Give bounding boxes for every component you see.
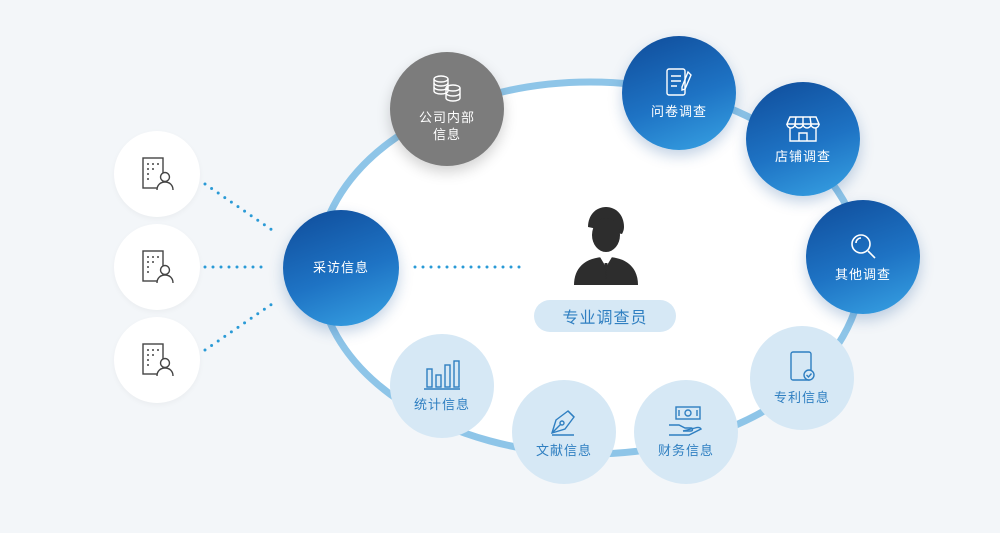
node-store-survey: 店铺调查 [746,82,860,196]
dotted-connector-bottom [203,302,274,352]
interviewee-1 [114,131,200,217]
node-patent-info: 专利信息 [750,326,854,430]
hub-interview-info: 采访信息 [283,210,399,326]
certificate-icon [790,350,815,381]
magnifier-icon [851,233,876,259]
hub-label: 采访信息 [312,260,369,276]
interviewee-3 [114,317,200,403]
money-hand-icon [669,405,702,436]
node-other-survey: 其他调查 [806,200,920,314]
node-company-internal-label: 公司内部 信息 [418,111,475,143]
node-questionnaire: 问卷调查 [622,36,736,150]
node-store-survey-label: 店铺调查 [774,149,831,165]
building-person-icon [142,250,174,284]
node-patent-info-label: 专利信息 [773,390,830,406]
coins-icon [433,75,461,102]
dotted-connector-top [203,182,274,232]
center-label: 专业调查员 [534,300,676,332]
storefront-icon [786,115,820,142]
node-financial-info: 财务信息 [634,380,738,484]
building-person-icon [142,343,174,377]
node-statistics-info: 统计信息 [390,334,494,438]
building-person-icon [142,157,174,191]
node-other-survey-label: 其他调查 [834,267,891,283]
person-icon [574,207,638,285]
bar-chart-icon [424,359,460,390]
document-pen-icon [666,67,692,96]
interviewee-2 [114,224,200,310]
node-company-internal: 公司内部 信息 [390,52,504,166]
node-questionnaire-label: 问卷调查 [650,104,707,120]
pen-nib-icon [550,409,575,436]
node-statistics-info-label: 统计信息 [413,397,470,413]
node-literature-info-label: 文献信息 [535,443,592,459]
node-financial-info-label: 财务信息 [657,443,714,459]
node-literature-info: 文献信息 [512,380,616,484]
